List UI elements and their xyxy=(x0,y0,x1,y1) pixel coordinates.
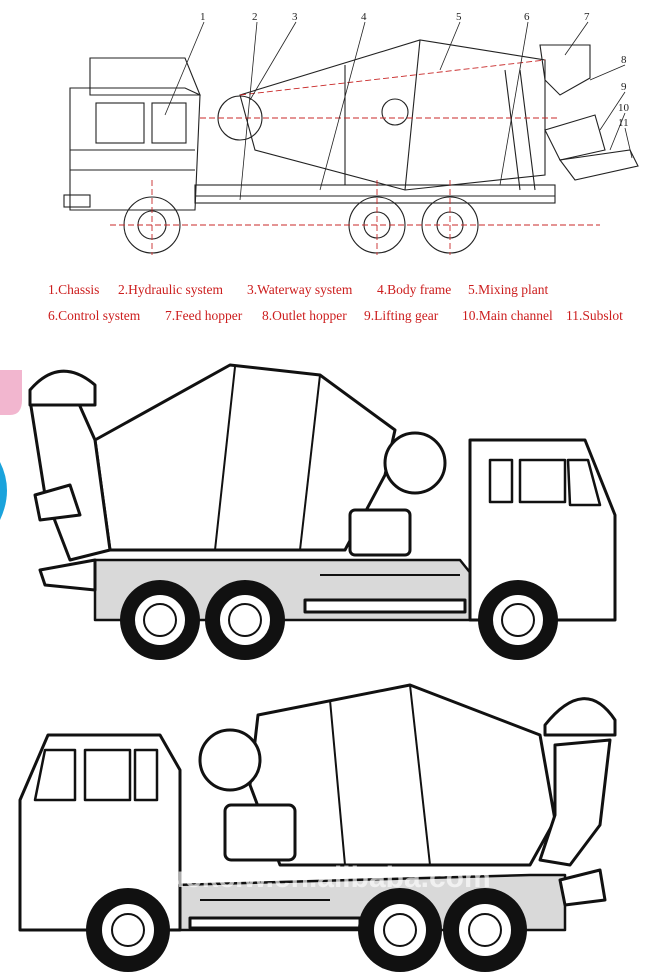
legend-item-main-channel: 10.Main channel xyxy=(462,308,553,323)
water-tank-2 xyxy=(198,728,262,792)
legend-item-subslot: 11.Subslot xyxy=(566,308,623,323)
truck-outline-right xyxy=(28,363,617,660)
callout-10: 10 xyxy=(618,102,630,114)
chassis-frame xyxy=(194,184,556,204)
truck-outline-left: truckclw.en.alibaba.com xyxy=(18,683,617,972)
cab-outline xyxy=(69,87,201,211)
cab-window-1 xyxy=(518,458,567,504)
callout-11: 11 xyxy=(618,117,629,129)
feed-hopper-1 xyxy=(28,369,97,407)
fuel-tank-2 xyxy=(223,803,297,862)
main-channel-drawing xyxy=(559,149,639,181)
cab-window-2 xyxy=(83,748,132,802)
watermark: truckclw.en.alibaba.com xyxy=(145,861,491,894)
legend-item-mixing-plant: 5.Mixing plant xyxy=(468,282,549,297)
blue-tab xyxy=(0,462,7,520)
fuel-tank-1 xyxy=(348,508,412,557)
callout-9: 9 xyxy=(621,81,627,93)
callout-6: 6 xyxy=(524,11,530,23)
legend-item-chassis: 1.Chassis xyxy=(48,282,100,297)
rear-hopper-2 xyxy=(538,738,612,867)
side-rail-2 xyxy=(188,916,362,930)
wheels-1 xyxy=(120,580,558,660)
feed-hopper-2 xyxy=(543,697,617,737)
pink-tab xyxy=(0,370,22,415)
callout-4: 4 xyxy=(361,11,367,23)
legend-item-control-system: 6.Control system xyxy=(48,308,141,323)
callout-1: 1 xyxy=(200,11,206,23)
callout-8: 8 xyxy=(621,54,627,66)
callout-7: 7 xyxy=(584,11,590,23)
cab-side-window-1 xyxy=(488,458,514,504)
legend-item-hydraulic-system: 2.Hydraulic system xyxy=(118,282,223,297)
callout-3: 3 xyxy=(292,11,298,23)
rear-hopper-1 xyxy=(28,393,112,562)
water-tank-1 xyxy=(383,431,447,495)
technical-drawing: 1 2 3 4 5 6 7 8 9 10 11 xyxy=(63,11,639,255)
legend-item-lifting-gear: 9.Lifting gear xyxy=(364,308,439,323)
cab-side-window-2 xyxy=(133,748,159,802)
rear-fender-1 xyxy=(38,558,97,592)
cab-roof xyxy=(89,57,201,96)
cab-window xyxy=(95,102,145,144)
legend-item-feed-hopper: 7.Feed hopper xyxy=(165,308,243,323)
feed-hopper-drawing xyxy=(539,44,591,96)
cab-door-window xyxy=(151,102,187,144)
rear-fender-2 xyxy=(558,868,607,907)
side-rail-1 xyxy=(303,598,467,614)
legend-item-body-frame: 4.Body frame xyxy=(377,282,452,297)
wheels-2 xyxy=(86,888,527,972)
callout-2: 2 xyxy=(252,11,258,23)
legend-item-outlet-hopper: 8.Outlet hopper xyxy=(262,308,347,323)
outlet-hopper-drawing xyxy=(544,114,606,161)
legend-item-waterway-system: 3.Waterway system xyxy=(247,282,353,297)
bumper xyxy=(63,194,91,208)
mixer-drum-2 xyxy=(248,683,557,867)
callout-5: 5 xyxy=(456,11,462,23)
